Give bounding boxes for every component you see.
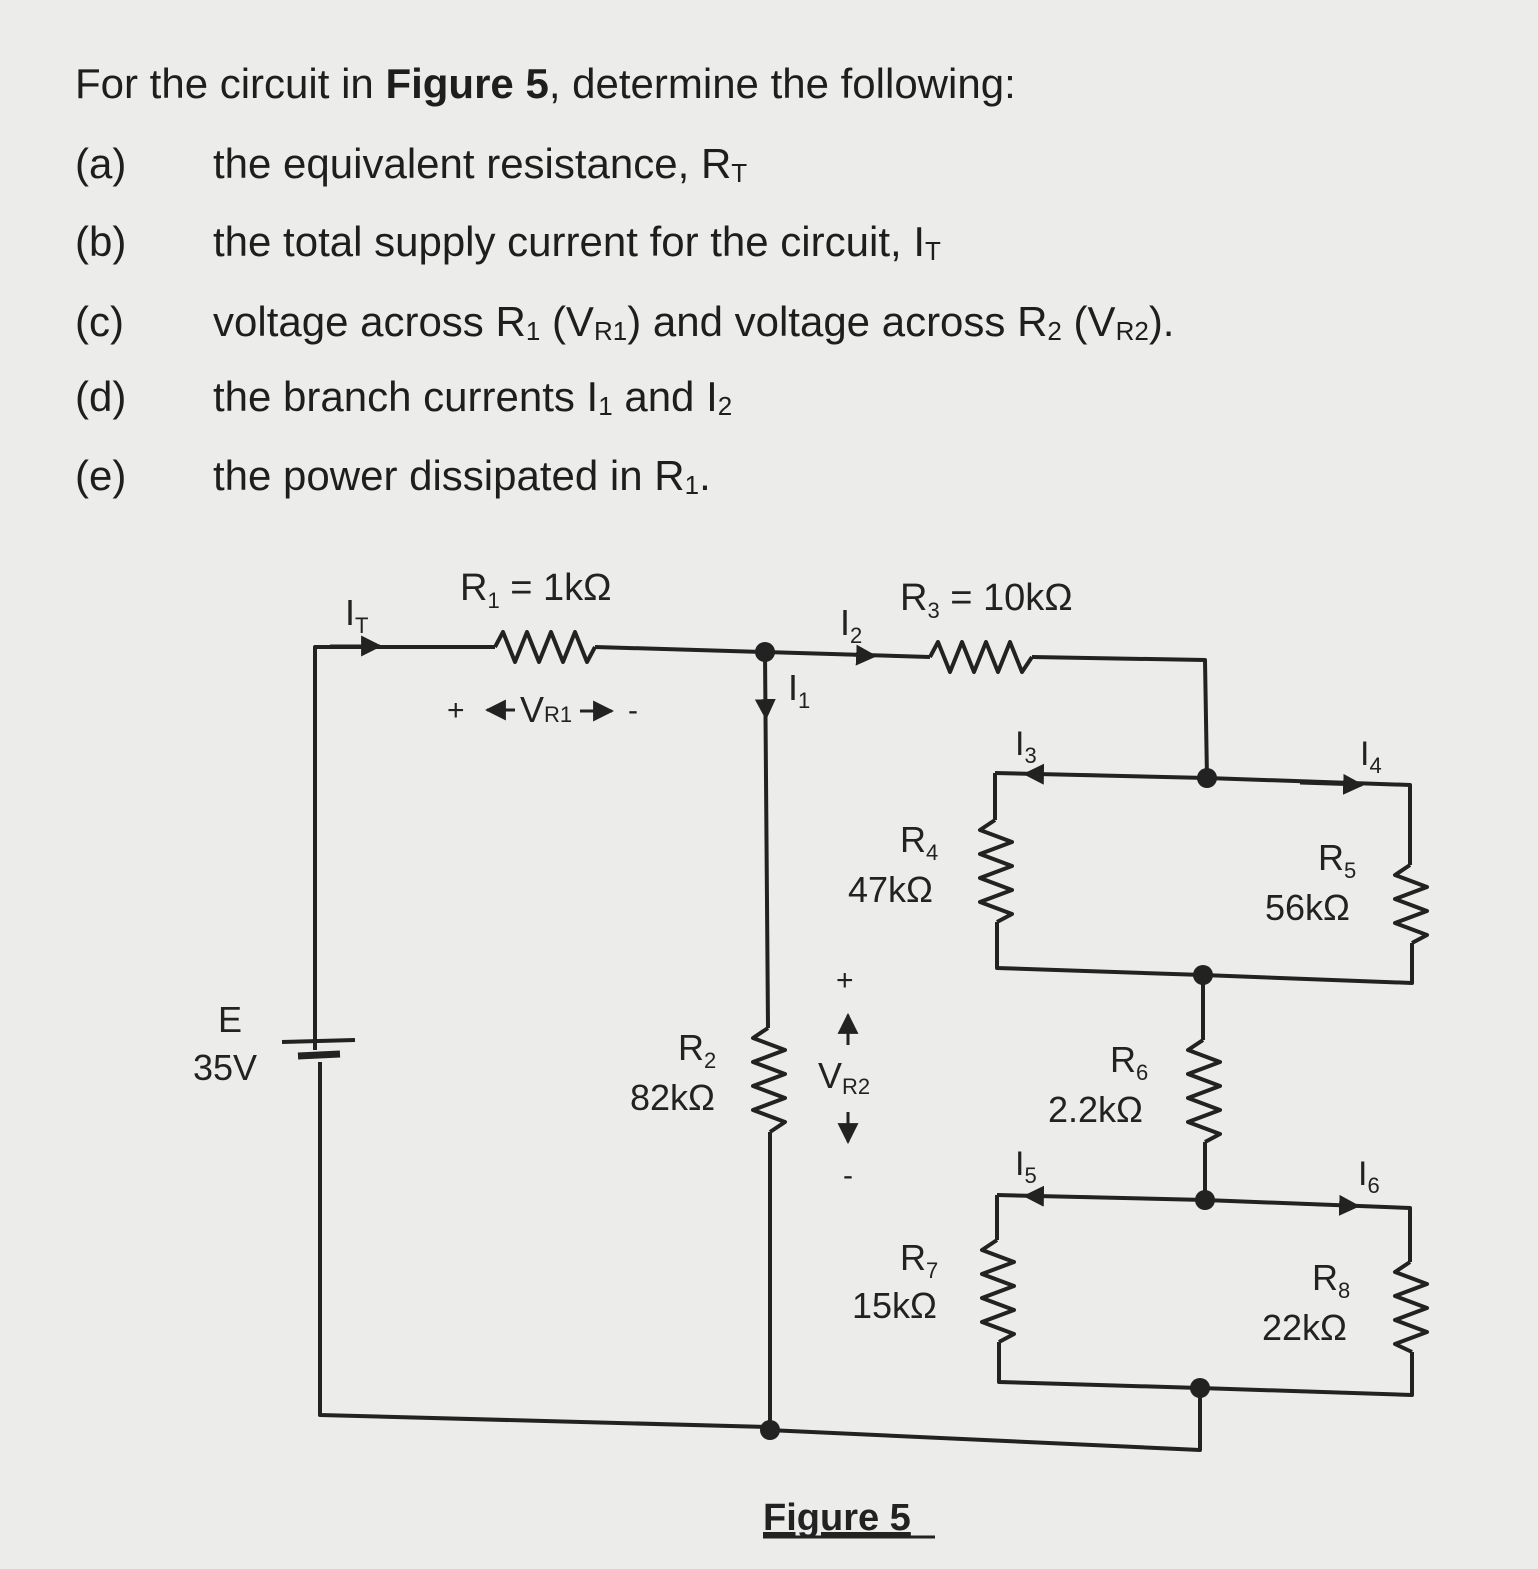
junction-dot bbox=[1195, 1190, 1215, 1210]
wire-r7-bottom bbox=[997, 1342, 1201, 1390]
intro-suffix: , determine the following: bbox=[548, 60, 1016, 107]
item-sub: 2 bbox=[1047, 316, 1062, 346]
r8-value: 22kΩ bbox=[1262, 1307, 1347, 1348]
i6-label: I6 bbox=[1358, 1155, 1380, 1198]
r6-zigzag bbox=[1186, 1038, 1222, 1144]
item-label: (e) bbox=[75, 452, 127, 499]
question-item-e: (e) the power dissipated in R1. bbox=[75, 452, 711, 500]
vr2-plus: + bbox=[836, 964, 854, 997]
r3-label: R3 = 10kΩ bbox=[900, 577, 1073, 623]
vr1-plus: + bbox=[447, 694, 465, 727]
item-text: and I bbox=[612, 373, 718, 420]
item-text: the power dissipated in R bbox=[213, 452, 685, 499]
r8-name: R8 bbox=[1312, 1257, 1350, 1303]
wire-r8-bottom bbox=[1199, 1352, 1414, 1397]
r6-name: R6 bbox=[1110, 1039, 1148, 1085]
r2-value: 82kΩ bbox=[630, 1077, 715, 1118]
item-text: the total supply current for the circuit… bbox=[213, 218, 925, 265]
item-text: the branch currents I bbox=[213, 373, 599, 420]
r1-zigzag bbox=[493, 630, 597, 664]
wire-r4-bottom bbox=[995, 922, 1204, 977]
battery-short-plate bbox=[297, 1050, 341, 1060]
r5-name: R5 bbox=[1318, 837, 1356, 883]
item-sub: 1 bbox=[598, 391, 613, 421]
item-label: (c) bbox=[75, 298, 124, 345]
r5-zigzag bbox=[1393, 863, 1429, 945]
item-text: (V bbox=[540, 298, 594, 345]
item-text: . bbox=[699, 452, 711, 499]
vr2-minus: - bbox=[843, 1159, 853, 1192]
r7-zigzag bbox=[980, 1238, 1016, 1344]
question-item-b: (b) the total supply current for the circ… bbox=[75, 218, 941, 266]
wire-left-bottom bbox=[318, 1062, 769, 1429]
source-value: 35V bbox=[193, 1047, 257, 1088]
wire-left bbox=[313, 645, 495, 1050]
i4-label: I4 bbox=[1360, 735, 1382, 778]
arrow-i6 bbox=[1299, 1194, 1361, 1216]
wire-r4r5-top bbox=[994, 771, 1412, 865]
source-name: E bbox=[218, 999, 242, 1040]
item-sub: T bbox=[731, 158, 748, 188]
r7-name: R7 bbox=[900, 1237, 938, 1283]
r5-value: 56kΩ bbox=[1265, 887, 1350, 928]
junction-dot bbox=[760, 1420, 780, 1440]
item-label: (a) bbox=[75, 140, 127, 187]
item-label: (b) bbox=[75, 218, 127, 265]
junction-dot bbox=[1197, 768, 1217, 788]
arrow-i2 bbox=[829, 644, 878, 666]
item-sub: R2 bbox=[1115, 316, 1149, 346]
vr1-minus: - bbox=[628, 694, 638, 727]
i5-label: I5 bbox=[1015, 1145, 1037, 1188]
battery-long-plate bbox=[281, 1038, 356, 1044]
it-label: IT bbox=[345, 592, 368, 638]
r2-name: R2 bbox=[678, 1027, 716, 1073]
arrow-i5 bbox=[1022, 1185, 1096, 1207]
r4-value: 47kΩ bbox=[848, 869, 933, 910]
r7-value: 15kΩ bbox=[852, 1285, 937, 1326]
item-sub: 1 bbox=[684, 470, 700, 500]
question-item-d: (d) the branch currents I1 and I2 bbox=[75, 373, 732, 421]
intro-prefix: For the circuit in bbox=[75, 60, 386, 107]
vr2-label: VR2 bbox=[818, 1055, 870, 1099]
i3-label: I3 bbox=[1015, 725, 1037, 768]
junction-dot bbox=[1190, 1378, 1210, 1398]
arrow-i4 bbox=[1299, 773, 1365, 795]
arrow-i1 bbox=[754, 689, 776, 721]
vr1-label: VR1 bbox=[520, 689, 572, 730]
item-text: (V bbox=[1061, 298, 1116, 345]
r3-zigzag bbox=[928, 640, 1034, 674]
question-item-c: (c)voltage across R1 (VR1) and voltage a… bbox=[75, 298, 1174, 346]
item-text: the equivalent resistance, R bbox=[213, 140, 732, 187]
wire-bottom-right bbox=[767, 1388, 1202, 1452]
figure-caption: Figure 5 bbox=[763, 1497, 911, 1539]
wire-top-right bbox=[1031, 655, 1209, 779]
item-label: (d) bbox=[75, 373, 127, 420]
item-sub: T bbox=[925, 236, 941, 266]
item-text: voltage across R bbox=[213, 298, 526, 345]
r4-name: R4 bbox=[900, 819, 938, 865]
intro-figure-ref: Figure 5 bbox=[385, 60, 549, 107]
r8-zigzag bbox=[1393, 1260, 1429, 1354]
r2-zigzag bbox=[751, 1026, 787, 1134]
item-sub: R1 bbox=[593, 316, 628, 346]
i1-label: I1 bbox=[788, 667, 810, 713]
question-item-a: (a) the equivalent resistance, RT bbox=[75, 140, 747, 188]
item-text: ) and voltage across R bbox=[627, 298, 1048, 345]
r6-value: 2.2kΩ bbox=[1048, 1089, 1143, 1130]
question-intro: For the circuit in Figure 5, determine t… bbox=[75, 60, 1016, 108]
wire-r5-bottom bbox=[1202, 943, 1414, 985]
item-sub: 2 bbox=[717, 391, 733, 421]
item-sub: 1 bbox=[525, 316, 541, 346]
junction-dot bbox=[755, 642, 775, 662]
r1-label: R1 = 1kΩ bbox=[460, 567, 612, 613]
item-text: ). bbox=[1148, 298, 1175, 345]
i2-label: I2 bbox=[840, 602, 862, 648]
arrow-i3 bbox=[1022, 763, 1101, 785]
junction-dot bbox=[1193, 965, 1213, 985]
r4-zigzag bbox=[978, 818, 1014, 924]
